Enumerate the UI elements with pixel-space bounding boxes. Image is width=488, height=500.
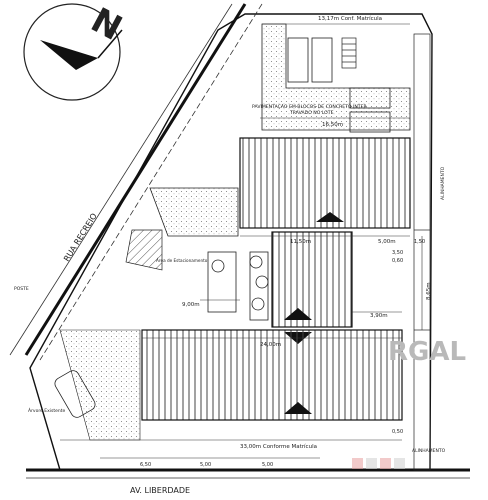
dim-right-depth: 8,65m	[426, 282, 432, 300]
paving-note-2: TRAVADO NO LOTE	[289, 110, 334, 116]
dim-side-b: 1,50	[414, 239, 425, 245]
dim-small-right: 3,90m	[370, 313, 388, 319]
street-rua-recreio: RUA RECREIO	[9, 3, 263, 361]
car-symbol	[54, 370, 96, 418]
parking-top	[287, 37, 391, 133]
stairs-top	[341, 37, 357, 69]
dimension-lines	[60, 23, 423, 459]
dim-mid-width: 11,50m	[290, 239, 311, 245]
north-arrow: N	[23, 0, 128, 101]
dim-bottom-c: 5,00	[262, 462, 273, 468]
lower-building	[141, 329, 403, 421]
dim-mid-right: 5,00m	[378, 239, 396, 245]
dim-side-a: 3,50	[392, 250, 403, 256]
watermark: RGAL	[352, 337, 466, 469]
label-area: Área de Estacionamento	[156, 258, 208, 263]
stairs-left	[125, 229, 163, 271]
label-tree: Árvore Existente	[28, 407, 66, 414]
dim-side-d: 0,50	[392, 429, 403, 435]
dim-bottom-frontage: 33,00m Conforme Matrícula	[240, 443, 317, 450]
paving-note-1: PAVIMENTAÇÃO EM BLOCOS DE CONCRETO INTER	[252, 103, 368, 110]
label-av-liberdade: AV. LIBERDADE	[130, 486, 190, 495]
middle-building	[271, 231, 353, 344]
paving-area-bottom	[59, 329, 141, 441]
dim-bottom-b: 5,00	[200, 462, 211, 468]
upper-building	[239, 137, 411, 229]
paving-area-left	[149, 187, 239, 237]
dim-small-left: 9,00m	[182, 302, 200, 308]
garden-area	[207, 251, 269, 321]
dim-lower-width: 24,00m	[260, 342, 281, 348]
dim-bottom-a: 6,50	[140, 462, 151, 468]
dim-top-frontage: 13,17m Conf. Matrícula	[318, 15, 382, 22]
label-pole: POSTE	[14, 286, 29, 292]
paving-area-top	[261, 23, 411, 131]
watermark-text: RGAL	[388, 337, 466, 367]
street-av-liberdade: AV. LIBERDADE	[26, 468, 470, 495]
label-alignment-right: ALINHAMENTO	[440, 166, 446, 200]
dim-side-c: 0,60	[392, 258, 403, 264]
watermark-logo-icon	[352, 458, 405, 469]
label-alignment-bottom: ALINHAMENTO	[412, 448, 446, 454]
dim-wall-width: 16,50m	[322, 122, 343, 128]
